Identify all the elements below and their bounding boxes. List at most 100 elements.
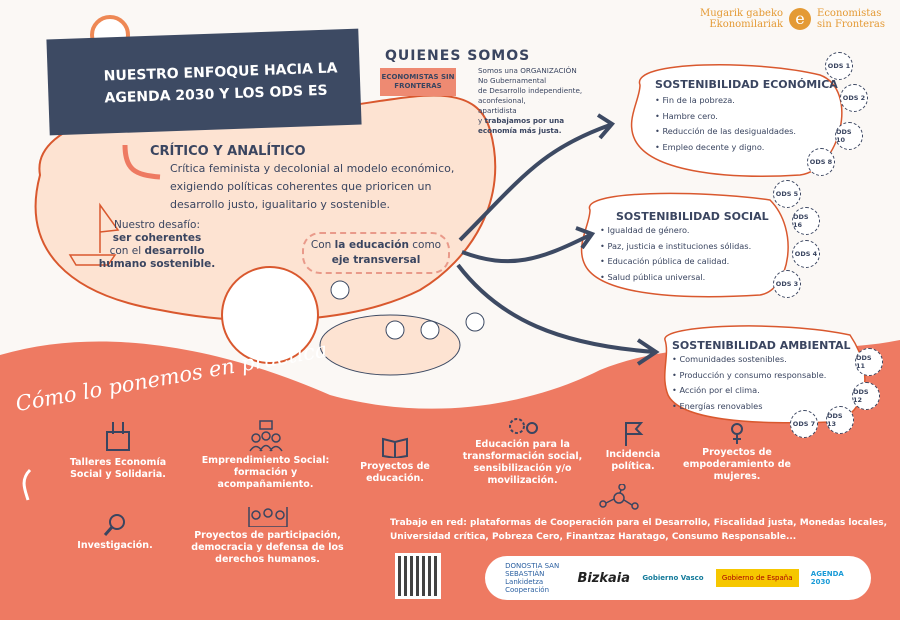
network-text: Trabajo en red: plataformas de Cooperaci…	[390, 518, 888, 542]
section-item: Comunidades sostenibles.	[672, 352, 851, 368]
brand-right-2: sin Fronteras	[817, 19, 885, 30]
section-item: Educación pública de calidad.	[600, 254, 769, 270]
esf-tag: ECONOMISTAS SIN FRONTERAS	[380, 68, 456, 96]
activity-label: Educación para la transformación social,…	[462, 439, 583, 486]
section-item: Salud pública universal.	[600, 270, 769, 286]
ods-badge: ODS 13	[826, 406, 854, 434]
section-item: Producción y consumo responsable.	[672, 368, 851, 384]
activity-emprendimiento: Emprendimiento Social: formación y acomp…	[198, 420, 333, 491]
section-ambiental: SOSTENIBILIDAD AMBIENTAL Comunidades sos…	[672, 339, 851, 414]
arrow-social	[461, 233, 591, 264]
magnifier-icon	[103, 514, 125, 536]
edu-bold: eje transversal	[331, 254, 421, 266]
ods-badge: ODS 4	[792, 240, 820, 268]
ods-badge: ODS 5	[773, 180, 801, 208]
ods-badge: ODS 16	[792, 207, 820, 235]
edu-text: Con	[310, 239, 335, 251]
curved-arrow-icon	[122, 144, 161, 180]
qs-line: No Gubernamental	[478, 76, 547, 85]
quienes-somos-title: QUIENES SOMOS	[385, 48, 531, 64]
arrow-ambiental	[456, 263, 656, 354]
sailboat-icon	[68, 202, 120, 266]
qr-code[interactable]	[395, 553, 441, 599]
tools-icon	[106, 422, 130, 451]
section-item: Igualdad de género.	[600, 223, 769, 239]
activity-label: Incidencia política.	[605, 449, 661, 472]
critico-text: Crítica feminista y decolonial al modelo…	[170, 162, 455, 211]
gears-icon	[508, 418, 538, 434]
activity-educacion: Proyectos de educación.	[355, 436, 435, 485]
activity-label: Talleres Economía Social y Solidaria.	[69, 457, 167, 480]
ods-badge: ODS 3	[773, 270, 801, 298]
brand-left-2: Ekonomilariak	[709, 19, 784, 30]
activity-label: Proyectos de participación, democracia y…	[191, 530, 344, 565]
female-icon	[731, 423, 743, 444]
network-icon	[599, 484, 639, 510]
desafio-text: Nuestro desafío: ser coherentes con el d…	[82, 219, 232, 271]
qs-line: de Desarrollo independiente,	[478, 86, 583, 95]
activity-label: Proyectos de empoderamiento de mujeres.	[683, 447, 791, 482]
activity-label: Proyectos de educación.	[360, 461, 430, 484]
qs-prefix: y	[478, 116, 485, 125]
activity-participacion: Proyectos de participación, democracia y…	[190, 505, 345, 566]
desafio-bold: ser coherentes	[112, 232, 202, 244]
desafio-line: Nuestro desafío:	[113, 219, 200, 231]
section-item: Hambre cero.	[655, 109, 838, 125]
brand-right-1: Economistas	[817, 8, 882, 19]
ods-badge: ODS 11	[855, 348, 883, 376]
educacion-callout: Con la educación como eje transversal	[302, 232, 450, 274]
edu-text: como	[408, 239, 442, 251]
brand-emblem-icon: e	[789, 8, 812, 30]
activity-transformacion: Educación para la transformación social,…	[460, 416, 585, 487]
sponsor-logos: DONOSTIA SAN SEBASTIÁN Lankidetza Cooper…	[485, 556, 871, 600]
section-item: Paz, justicia e instituciones sólidas.	[600, 239, 769, 255]
logo-agenda-2030: AGENDA 2030	[810, 570, 844, 586]
ods-badge: ODS 2	[840, 84, 868, 112]
activity-label: Emprendimiento Social: formación y acomp…	[201, 455, 330, 490]
activity-label: Investigación.	[77, 540, 153, 551]
section-item: Fin de la pobreza.	[655, 93, 838, 109]
book-icon	[382, 437, 408, 458]
ods-badge: ODS 10	[835, 122, 863, 150]
desafio-line: con el	[109, 245, 145, 257]
activity-talleres: Talleres Economía Social y Solidaria.	[68, 420, 168, 481]
page-title-banner: NUESTRO ENFOQUE HACIA LA AGENDA 2030 Y L…	[46, 28, 362, 136]
section-title: SOSTENIBILIDAD ECONÓMICA	[655, 78, 838, 91]
qr-pattern	[398, 556, 438, 596]
ods-badge: ODS 7	[790, 410, 818, 438]
activity-investigacion: Investigación.	[70, 513, 160, 552]
quienes-somos-text: Somos una ORGANIZACIÓN No Gubernamental …	[478, 66, 598, 136]
logo-gobierno-espana: Gobierno de España	[715, 569, 799, 587]
logo-donostia: DONOSTIA SAN SEBASTIÁN Lankidetza Cooper…	[505, 562, 560, 594]
section-item: Reducción de las desigualdades.	[655, 124, 838, 140]
logo-gobierno-vasco: Gobierno Vasco	[642, 574, 704, 582]
logo-bizkaia: Bizkaia	[577, 570, 631, 586]
desafio-bold: desarrollo	[144, 245, 205, 257]
qs-bold: trabajamos por una economía más justa.	[478, 116, 565, 135]
raised-hands-icon	[247, 507, 288, 527]
section-item: Acción por el clima.	[672, 383, 851, 399]
qs-line: aconfesional,	[478, 96, 526, 105]
qs-line: Somos una ORGANIZACIÓN	[478, 66, 577, 75]
activity-incidencia: Incidencia política.	[598, 420, 668, 473]
edu-bold: la educación	[334, 239, 409, 251]
ods-badge: ODS 8	[807, 148, 835, 176]
section-item: Empleo decente y digno.	[655, 140, 838, 156]
globe-illustration	[221, 266, 319, 364]
flag-icon	[625, 422, 644, 446]
section-economica: SOSTENIBILIDAD ECONÓMICA Fin de la pobre…	[655, 78, 838, 155]
desafio-bold: humano sostenible.	[98, 258, 216, 270]
group-book-icon	[248, 420, 283, 452]
section-item: Energías renovables	[672, 399, 851, 415]
ods-badge: ODS 1	[825, 52, 853, 80]
down-arrow-icon	[22, 468, 32, 501]
critico-title: CRÍTICO Y ANALÍTICO	[150, 144, 306, 159]
ods-badge: ODS 12	[852, 382, 880, 410]
qs-line: apartidista	[478, 106, 517, 115]
arrow-economica	[458, 123, 611, 242]
activity-mujeres: Proyectos de empoderamiento de mujeres.	[682, 422, 792, 483]
section-title: SOSTENIBILIDAD SOCIAL	[616, 210, 769, 223]
section-social: SOSTENIBILIDAD SOCIAL Igualdad de género…	[600, 210, 769, 286]
brand-left-1: Mugarik gabeko	[700, 8, 784, 19]
